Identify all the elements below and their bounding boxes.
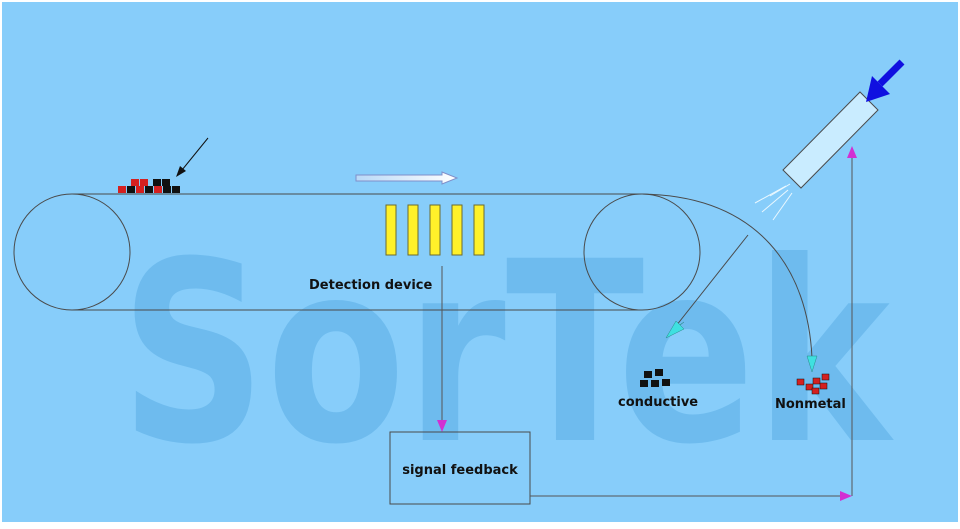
conductive-arrowhead-tip <box>665 320 685 339</box>
material-pointer <box>176 137 209 177</box>
air-jet-arrow-icon <box>866 59 905 102</box>
signal-feedback-label: signal feedback <box>402 463 518 478</box>
nonmetal-pieces-icon <box>796 373 830 395</box>
conductive-label: conductive <box>618 395 698 410</box>
nonmetal-trajectory <box>641 193 813 359</box>
air-spray <box>754 183 793 221</box>
detection-device-label: Detection device <box>309 278 432 293</box>
trajectory-lines <box>641 193 813 359</box>
watermark-text: SorTek <box>120 208 895 499</box>
conductive-trajectory <box>675 234 749 327</box>
material-pile-icon <box>118 179 180 193</box>
feedback-arrow-right <box>840 491 852 501</box>
signal-feedback-box <box>389 431 531 505</box>
metal-pieces-icon <box>640 369 670 387</box>
direction-arrow-icon <box>355 171 459 185</box>
detection-coil-icon <box>385 204 485 256</box>
nonmetal-arrowhead <box>806 355 818 373</box>
feedback-line <box>530 158 853 497</box>
nonmetal-label: Nonmetal <box>775 397 846 412</box>
feedback-arrow-up <box>847 146 857 158</box>
air-nozzle-icon <box>782 91 879 189</box>
signal-line-down <box>437 266 447 432</box>
